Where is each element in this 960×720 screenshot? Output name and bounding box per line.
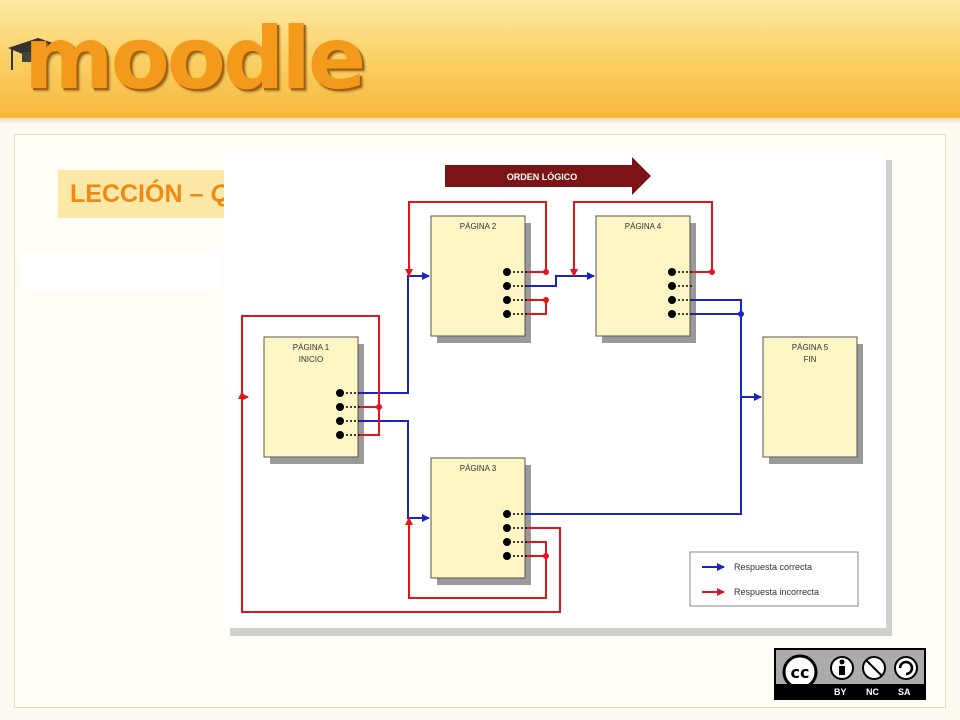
legend-correct: Respuesta correcta <box>734 562 812 572</box>
cc-by: BY <box>834 687 847 697</box>
page-3-label: PÁGINA 3 <box>460 464 497 473</box>
page-5-label: PÁGINA 5 <box>792 343 829 352</box>
incorrect-paths <box>238 201 715 613</box>
page-2-box: PÁGINA 2 <box>430 215 531 343</box>
orden-logico-banner: ORDEN LÓGICO <box>445 157 651 195</box>
cc-sa: SA <box>898 687 911 697</box>
page-5-box: PÁGINA 5 FIN <box>762 336 863 464</box>
correct-paths <box>360 272 762 522</box>
page-4-box: PÁGINA 4 <box>595 215 696 343</box>
cc-logo-text: cc <box>791 663 810 682</box>
page-3-box: PÁGINA 3 <box>430 457 531 585</box>
page-2-label: PÁGINA 2 <box>460 222 497 231</box>
creative-commons-badge: cc BY NC SA <box>774 648 926 700</box>
moodle-wordmark: moodle <box>24 9 366 109</box>
moodle-header: moodle <box>0 0 960 119</box>
header-shadow <box>0 118 960 124</box>
page-1-label: PÁGINA 1 <box>293 343 330 352</box>
legend: Respuesta correcta Respuesta incorrecta <box>689 551 859 607</box>
cc-nc: NC <box>866 687 879 697</box>
moodle-logo: moodle <box>4 10 366 110</box>
page-5-sublabel: FIN <box>804 355 817 364</box>
cc-icons: cc <box>782 654 918 684</box>
graduation-cap-icon <box>8 38 62 70</box>
lesson-flow-diagram: ORDEN LÓGICO PÁGINA 1 INICIO PÁGINA 2 PÁ… <box>238 157 863 613</box>
title-separator: – <box>182 180 211 208</box>
legend-incorrect: Respuesta incorrecta <box>734 587 819 597</box>
page-1-sublabel: INICIO <box>299 355 323 364</box>
white-band <box>22 250 222 290</box>
banner-text: ORDEN LÓGICO <box>507 171 578 182</box>
cc-terms-bar <box>776 684 924 698</box>
answer-dots <box>336 268 692 560</box>
page-1-box: PÁGINA 1 INICIO <box>263 336 364 464</box>
page-4-label: PÁGINA 4 <box>625 222 662 231</box>
title-main: LECCIÓN <box>70 180 183 208</box>
